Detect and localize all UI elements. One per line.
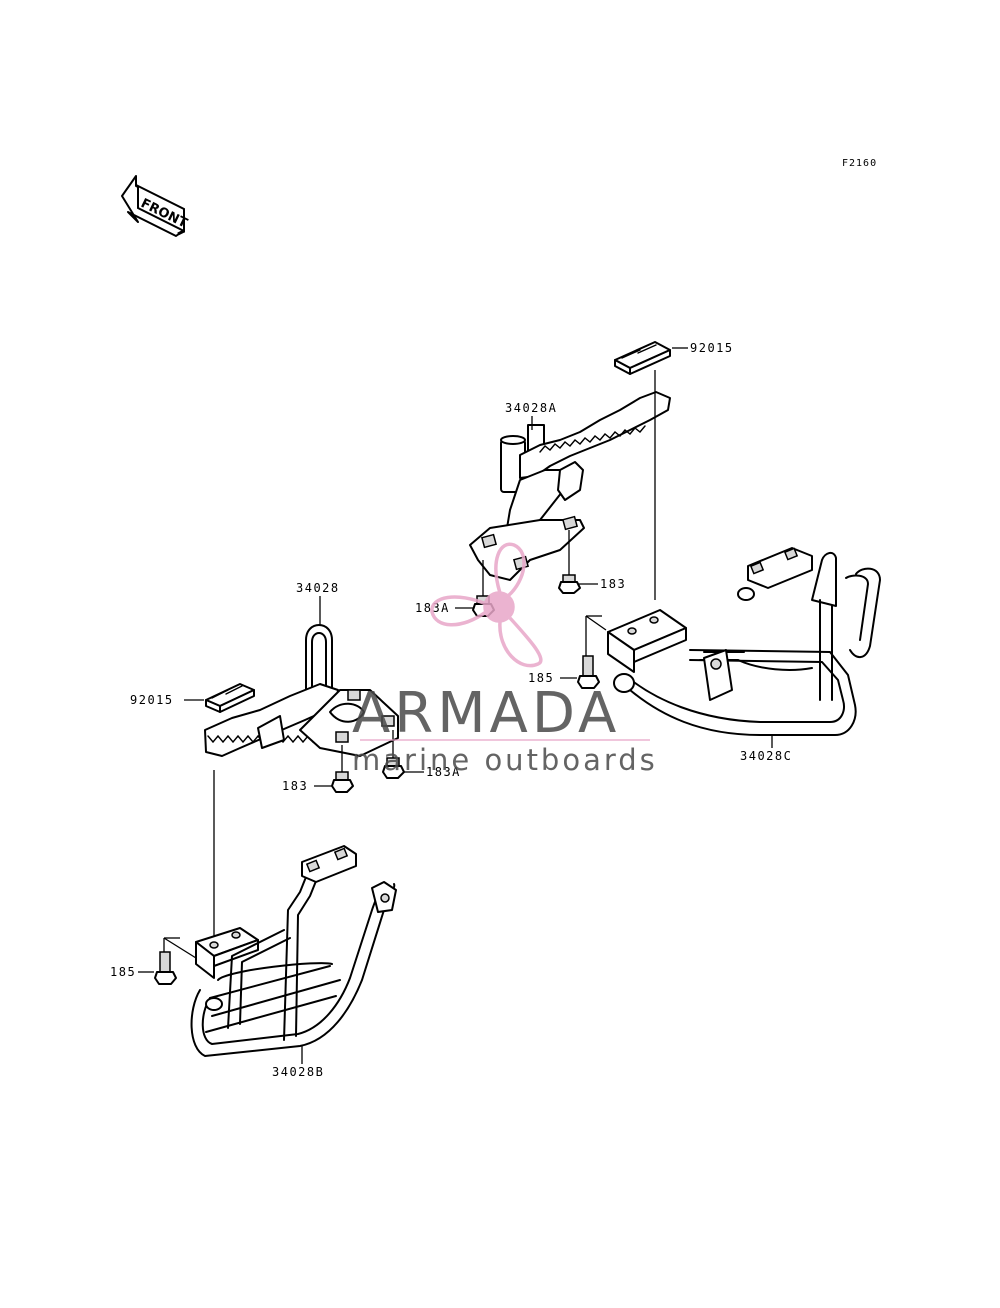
nut-183-right bbox=[558, 574, 581, 594]
front-arrow-icon: FRONT bbox=[121, 175, 190, 237]
pad-92015-top bbox=[614, 341, 671, 375]
label-183-left: 183 bbox=[282, 779, 308, 793]
guard-34028B bbox=[190, 845, 397, 1057]
label-183A-left: 183A bbox=[426, 765, 461, 779]
bolt-185-left bbox=[154, 951, 177, 985]
pad-92015-left bbox=[205, 683, 255, 713]
label-34028C: 34028C bbox=[740, 749, 792, 763]
bolt-185-right bbox=[577, 655, 600, 689]
watermark-tagline: marine outboards bbox=[352, 743, 658, 777]
armada-watermark: ARMADA marine outboards bbox=[352, 542, 658, 777]
label-34028B: 34028B bbox=[272, 1065, 324, 1079]
label-185-left: 185 bbox=[110, 965, 136, 979]
guard-34028C bbox=[607, 547, 881, 736]
watermark-name: ARMADA bbox=[352, 681, 620, 746]
label-34028: 34028 bbox=[296, 581, 340, 595]
label-92015-top: 92015 bbox=[690, 341, 734, 355]
nut-183-left bbox=[331, 771, 354, 793]
figure-code: F2160 bbox=[842, 158, 877, 169]
footrest-34028A bbox=[469, 391, 671, 581]
label-34028A: 34028A bbox=[505, 401, 557, 415]
label-183-right: 183 bbox=[600, 577, 626, 591]
label-92015-left: 92015 bbox=[130, 693, 174, 707]
label-185-right: 185 bbox=[528, 671, 554, 685]
propeller-logo-icon bbox=[430, 542, 543, 668]
nut-183A-left bbox=[382, 757, 405, 779]
